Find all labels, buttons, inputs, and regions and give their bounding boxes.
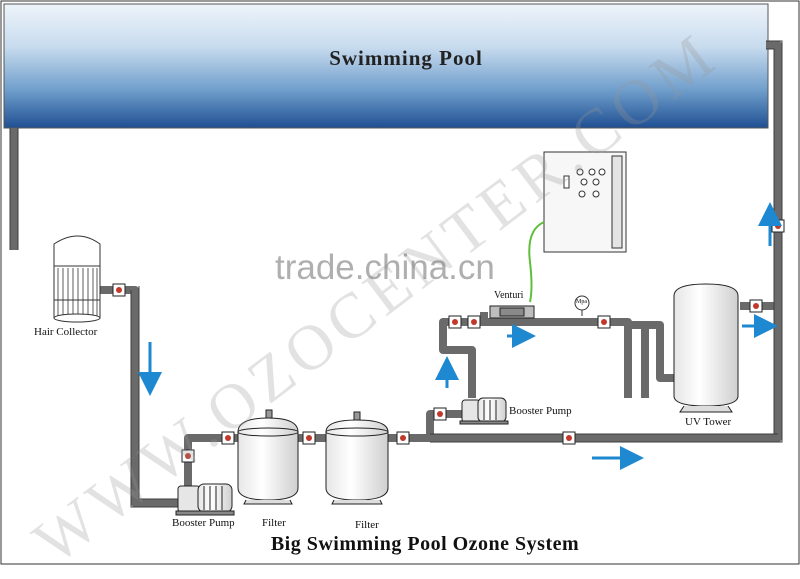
label-uv-tower: UV Tower <box>685 416 732 428</box>
label-booster-pump-side: Booster Pump <box>509 405 572 417</box>
valve <box>396 431 410 445</box>
pressure-gauge <box>574 295 590 316</box>
booster-pump-side <box>459 397 509 425</box>
valve <box>771 219 785 233</box>
pipe-to-uv <box>624 321 676 398</box>
pipe-booster-riser <box>439 318 484 398</box>
swimming-pool <box>3 3 769 129</box>
label-venturi: Venturi <box>494 290 524 301</box>
valve <box>562 431 576 445</box>
valve <box>433 407 447 421</box>
valve <box>112 283 126 297</box>
label-filter-2: Filter <box>355 519 379 531</box>
filter-tank-2 <box>325 411 389 505</box>
uv-tower <box>673 283 739 413</box>
venturi <box>489 305 535 319</box>
label-hair-collector: Hair Collector <box>34 326 98 338</box>
valve <box>221 431 235 445</box>
valve <box>448 315 462 329</box>
label-filter-1: Filter <box>262 517 286 529</box>
booster-pump-main <box>175 483 235 516</box>
pool-title: Swimming Pool <box>329 46 483 70</box>
watermark-trade: trade.china.cn <box>275 248 495 287</box>
valve <box>749 299 763 313</box>
valve <box>597 315 611 329</box>
valve <box>467 315 481 329</box>
flow-arrows <box>138 202 782 470</box>
filter-tank-1 <box>237 409 299 505</box>
image-frame <box>0 0 800 565</box>
ozone-tube <box>528 221 545 303</box>
diagram-title: Big Swimming Pool Ozone System <box>270 533 580 555</box>
valves <box>112 219 785 463</box>
valve <box>181 449 195 463</box>
valve <box>302 431 316 445</box>
label-pressure-gauge: Mpa <box>576 299 587 305</box>
label-booster-pump-main: Booster Pump <box>172 517 235 529</box>
pipe-branch-to-booster <box>426 410 462 438</box>
hair-collector <box>53 235 101 323</box>
ozone-generator-cabinet <box>543 151 627 253</box>
pipe-main-return <box>430 41 782 442</box>
